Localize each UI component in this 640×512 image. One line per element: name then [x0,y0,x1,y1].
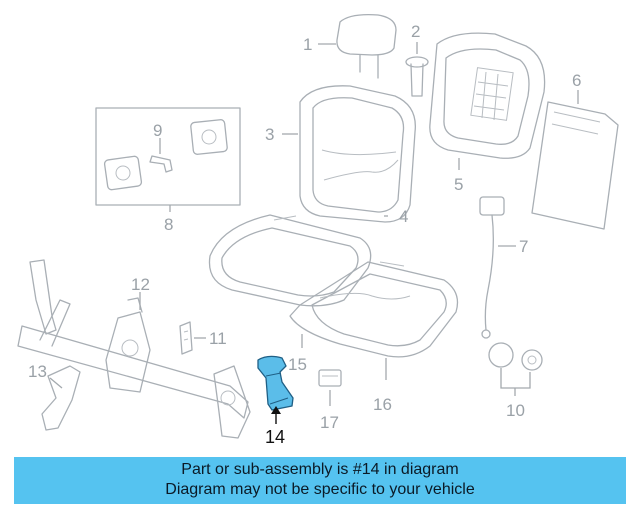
part-15-16-seat-cushion [208,214,459,380]
callout-1: 1 [303,35,312,54]
part-3-4-seat-back [282,85,416,223]
info-banner: Part or sub-assembly is #14 in diagram D… [14,457,626,504]
callout-8: 8 [164,215,173,234]
callout-10: 10 [506,401,525,420]
callout-15: 15 [288,355,307,374]
callout-4: 4 [399,207,408,226]
callout-2: 2 [411,22,420,41]
part-6-back-panel [531,90,619,230]
part-10-caps [488,342,543,396]
callout-11: 11 [209,329,227,348]
callout-7: 7 [519,237,528,256]
banner-line-2: Diagram may not be specific to your vehi… [165,481,475,498]
callout-6: 6 [572,71,581,90]
callout-14: 14 [265,427,285,447]
callout-9: 9 [153,121,162,140]
banner-line-1: Part or sub-assembly is #14 in diagram [181,461,459,478]
part-7-latch-cable [479,196,516,339]
callout-12: 12 [131,275,150,294]
part-14-highlighted[interactable] [257,355,294,424]
part-11-bracket [179,321,206,355]
part-2-headrest-guide [405,42,429,97]
callout-13: 13 [28,362,47,381]
callout-17: 17 [320,413,339,432]
part-12-13-seat-frame [17,259,251,439]
callout-3: 3 [265,125,274,144]
part-5-seat-back-frame [429,32,546,170]
seat-parts-diagram: 1 2 3 4 5 6 7 [17,14,619,447]
callout-16: 16 [373,395,392,414]
part-1-headrest [318,14,397,79]
part-8-9-hardware-kit [95,107,241,212]
callout-5: 5 [454,175,463,194]
part-17-clip [318,369,342,406]
